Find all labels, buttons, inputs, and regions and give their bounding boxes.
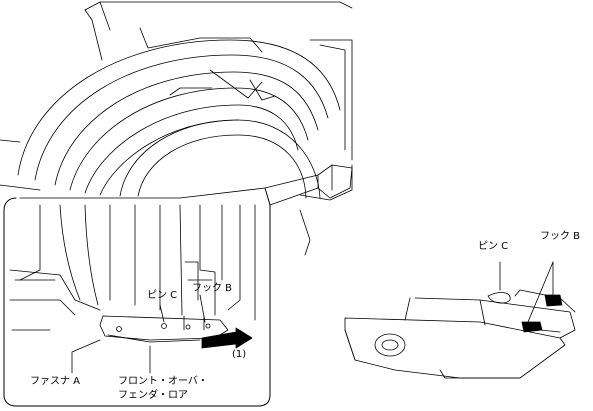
step-number-label: (1)	[232, 349, 247, 360]
car-fender-view	[0, 1, 353, 256]
hook-b-detail-label: フック B	[540, 231, 581, 242]
pin-c-inset-label: ピン C	[147, 290, 178, 301]
pin-c-detail-label: ピン C	[478, 241, 509, 252]
front-over-fender-lower-label-line2: フェンダ・ロア	[118, 390, 188, 401]
inset-detail	[3, 174, 319, 407]
fender-lower-detail	[344, 261, 576, 379]
front-over-fender-lower-label-line1: フロント・オーバ・	[118, 376, 208, 387]
hook-b-inset-label: フック B	[192, 283, 233, 294]
fastener-a-label: ファスナ A	[30, 376, 81, 387]
